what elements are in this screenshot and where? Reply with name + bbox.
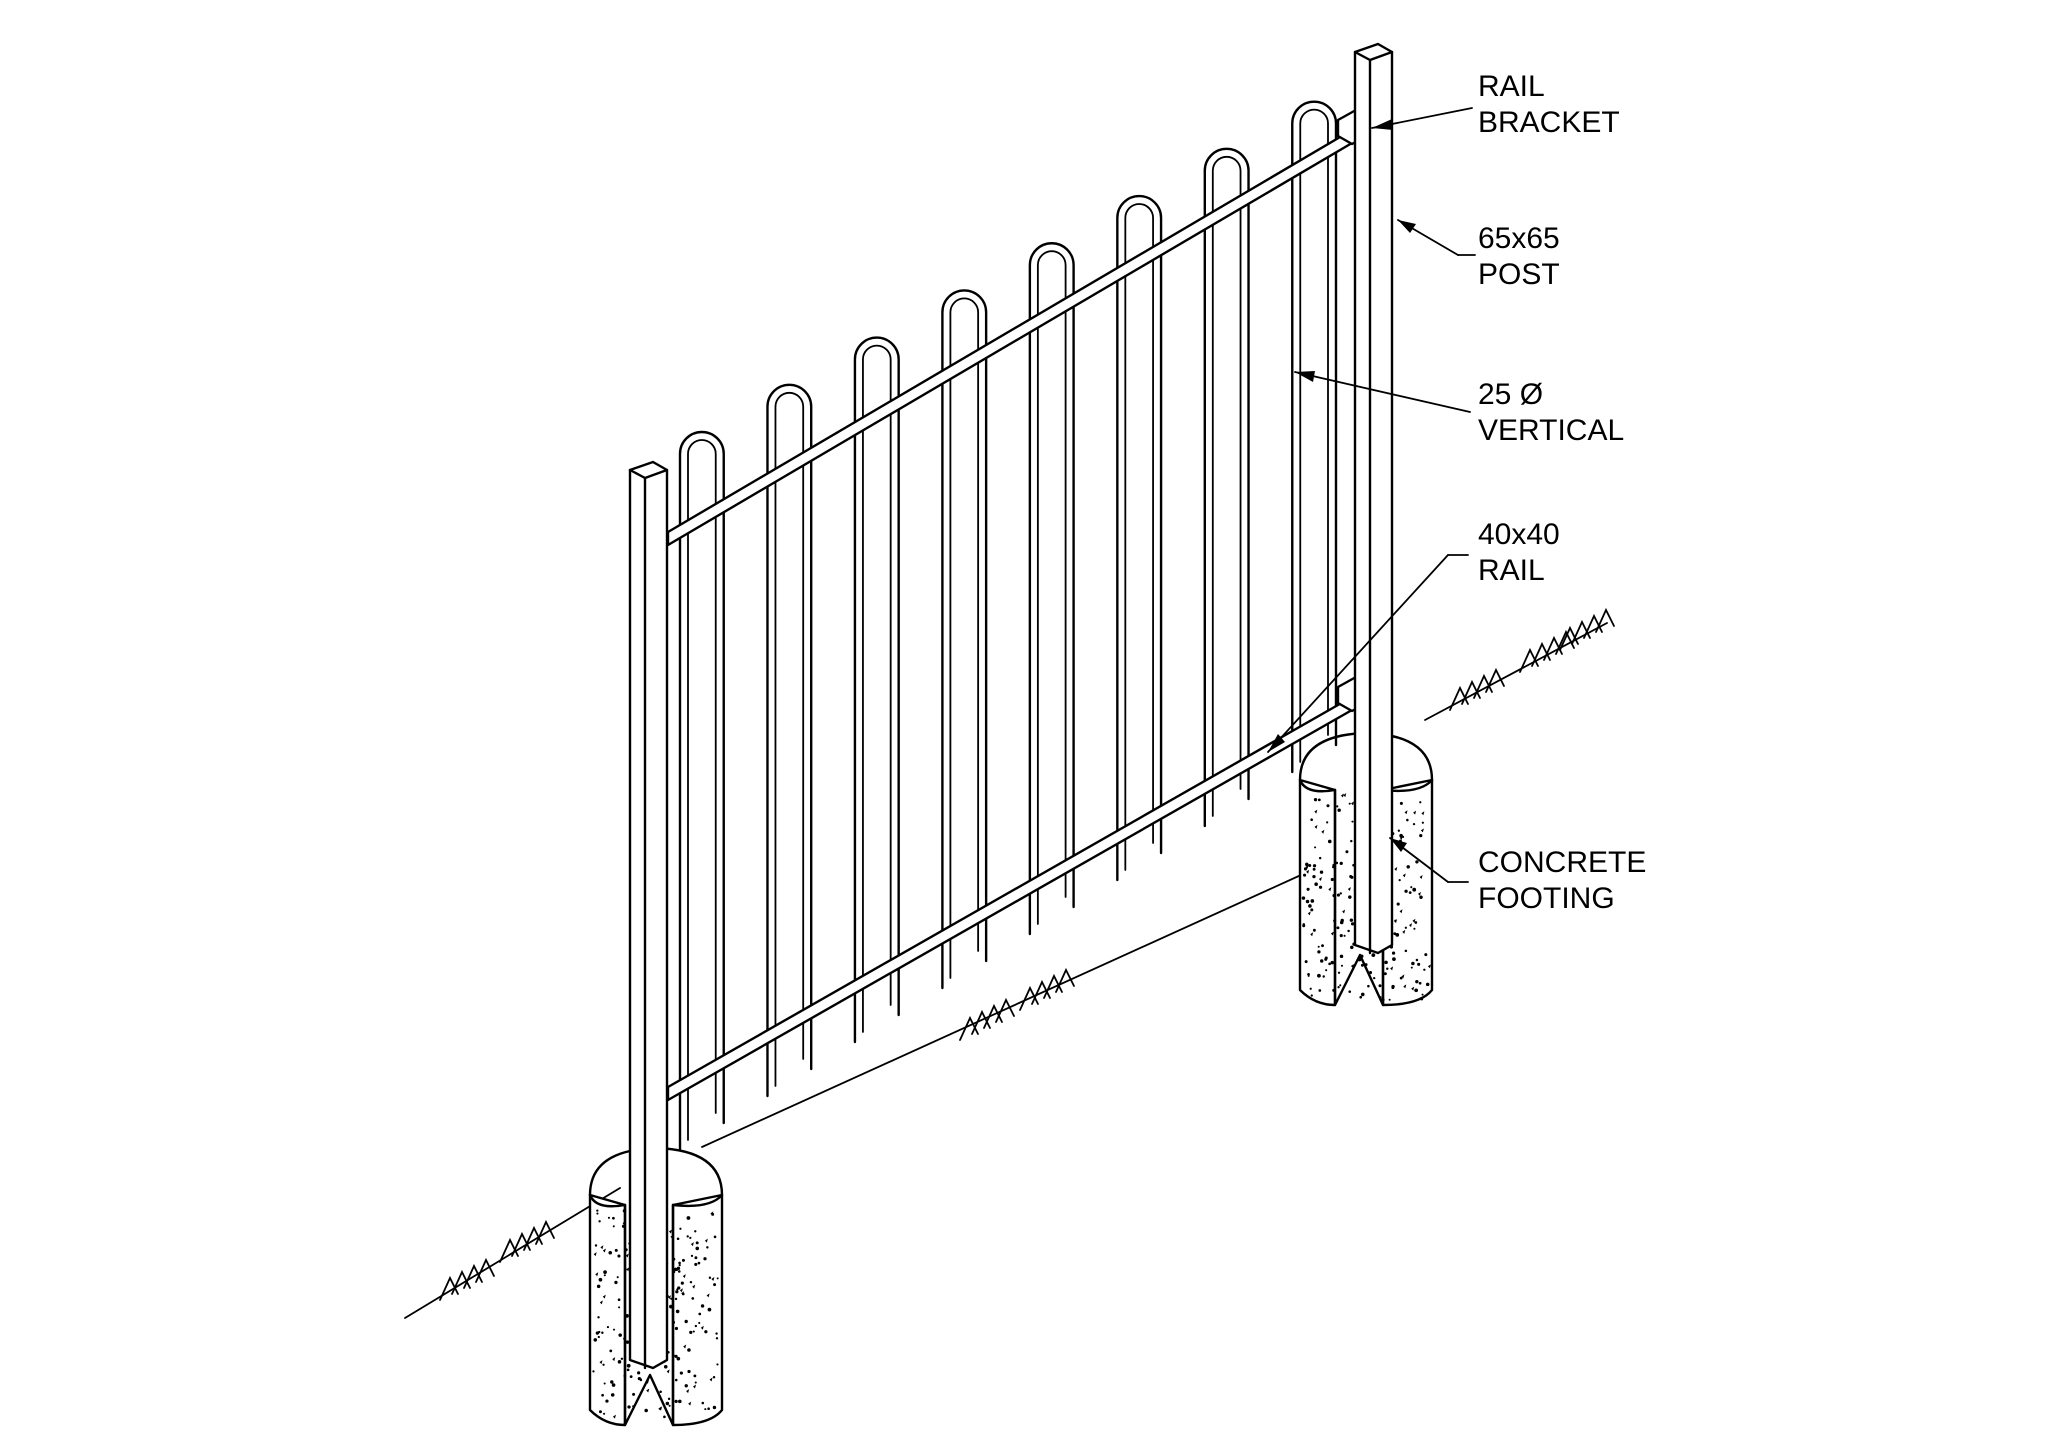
picket-loop xyxy=(853,336,900,1044)
callout-labels: RAIL BRACKET 65x65 POST 25 Ø VERTICAL 40… xyxy=(1478,70,1646,915)
picket-loop xyxy=(1203,147,1250,828)
label-footing-line1: CONCRETE xyxy=(1478,846,1646,879)
picket-loop-inner xyxy=(949,297,980,979)
picket-loop-inner xyxy=(774,391,805,1087)
label-rail-bracket-line1: RAIL xyxy=(1478,70,1545,103)
post-right xyxy=(1353,42,1394,955)
concrete-footing-right xyxy=(1298,731,1434,1007)
leader-vertical xyxy=(1294,371,1471,413)
leader-lines xyxy=(1267,107,1476,883)
picket-loop xyxy=(941,289,988,990)
label-vertical-line2: VERTICAL xyxy=(1478,414,1624,447)
label-post-line1: 65x65 xyxy=(1478,222,1560,255)
picket-loop-inner xyxy=(1036,250,1067,925)
rails xyxy=(666,108,1372,1102)
label-footing-line2: FOOTING xyxy=(1478,882,1615,915)
label-rail-line1: 40x40 xyxy=(1478,518,1560,551)
vertical-pickets xyxy=(678,100,1338,1152)
label-rail-bracket-line2: BRACKET xyxy=(1478,106,1620,139)
label-post-line2: POST xyxy=(1478,258,1560,291)
concrete-footing-left xyxy=(588,1146,724,1427)
picket-loop xyxy=(1116,194,1163,882)
picket-loop-inner xyxy=(862,344,892,1033)
post-left xyxy=(628,460,669,1370)
label-vertical-line1: 25 Ø xyxy=(1478,378,1543,411)
picket-loop-inner xyxy=(1124,203,1154,871)
ground-line xyxy=(404,607,1615,1319)
picket-loop-inner xyxy=(1299,108,1329,763)
label-rail-line2: RAIL xyxy=(1478,554,1545,587)
picket-loop xyxy=(766,383,813,1098)
picket-loop-inner xyxy=(687,439,717,1141)
picket-loop xyxy=(1028,242,1075,936)
picket-loop-inner xyxy=(1211,156,1242,817)
picket-loop xyxy=(678,430,725,1152)
picket-loop xyxy=(1291,100,1338,774)
